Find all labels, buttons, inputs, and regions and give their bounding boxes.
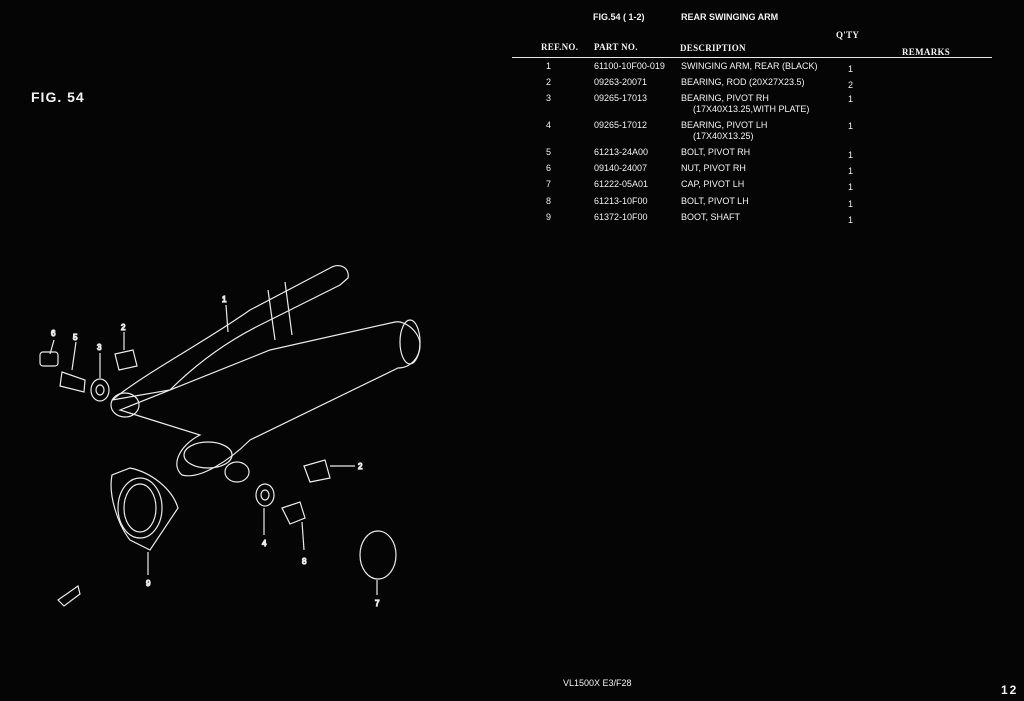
callout-numbers: 1 2 3 4 5 6 7 8 9 2	[50, 294, 380, 608]
part-quantity: 1	[848, 199, 854, 209]
part-number: 09263-20071	[594, 77, 648, 87]
ref-number: 2	[546, 77, 552, 87]
figure-reference: FIG.54 ( 1-2)	[593, 12, 645, 22]
part-description: (17X40X13.25)	[693, 131, 754, 141]
part-description: NUT, PIVOT RH	[681, 163, 746, 173]
callout-label: 2	[121, 323, 126, 332]
callout-label: 5	[73, 333, 78, 342]
part-no-header: PART NO.	[594, 42, 638, 52]
page-number: 12	[1001, 683, 1019, 697]
callout-label: 3	[97, 343, 102, 352]
model-footer: VL1500X E3/F28	[563, 678, 632, 688]
part-description: BEARING, PIVOT RH	[681, 93, 769, 103]
callout-label: 2	[358, 462, 363, 471]
part-quantity: 1	[848, 150, 854, 160]
callout-label: 6	[51, 329, 56, 338]
part-number: 61222-05A01	[594, 179, 649, 189]
header-divider	[512, 57, 992, 58]
qty-header: Q'TY	[836, 30, 860, 40]
section-title: REAR SWINGING ARM	[681, 12, 779, 22]
ref-number: 6	[546, 163, 552, 173]
part-description: CAP, PIVOT LH	[681, 179, 745, 189]
part-quantity: 1	[848, 64, 854, 74]
part-description: BOLT, PIVOT RH	[681, 147, 751, 157]
callout-label: 7	[375, 599, 380, 608]
ref-number: 4	[546, 120, 552, 130]
part-description: SWINGING ARM, REAR (BLACK)	[681, 61, 818, 71]
callout-label: 1	[222, 295, 227, 304]
part-description: BEARING, ROD (20X27X23.5)	[681, 77, 805, 87]
figure-label: FIG. 54	[31, 89, 85, 105]
callout-label: 4	[262, 539, 267, 548]
exploded-diagram: 1 2 3 4 5 6 7 8 9 2	[39, 265, 421, 609]
callout-label: 8	[302, 557, 307, 566]
callout-label: 9	[146, 579, 151, 588]
part-description: BOOT, SHAFT	[681, 212, 741, 222]
part-number: 61100-10F00-019	[594, 61, 665, 71]
ref-number: 5	[546, 147, 552, 157]
remarks-header: REMARKS	[902, 47, 951, 57]
part-quantity: 1	[848, 182, 854, 192]
pivot-parts-drawing	[39, 349, 397, 607]
part-description: BEARING, PIVOT LH	[681, 120, 768, 130]
ref-number: 7	[546, 179, 552, 189]
part-number: 61213-10F00	[594, 196, 648, 206]
swinging-arm-drawing	[110, 265, 421, 483]
ref-number: 1	[546, 61, 552, 71]
part-quantity: 2	[848, 80, 854, 90]
part-number: 09265-17012	[594, 120, 648, 130]
ref-number: 3	[546, 93, 552, 103]
ref-number: 8	[546, 196, 552, 206]
part-quantity: 1	[848, 215, 854, 225]
ref-no-header: REF.NO.	[541, 42, 579, 52]
ref-number: 9	[546, 212, 552, 222]
callout-leaders	[49, 304, 378, 595]
part-number: 61213-24A00	[594, 147, 649, 157]
part-description: (17X40X13.25,WITH PLATE)	[693, 104, 810, 114]
part-number: 09140-24007	[594, 163, 648, 173]
part-number: 61372-10F00	[594, 212, 648, 222]
description-header: DESCRIPTION	[680, 43, 746, 53]
part-description: BOLT, PIVOT LH	[681, 196, 749, 206]
part-number: 09265-17013	[594, 93, 648, 103]
part-quantity: 1	[848, 121, 854, 131]
part-quantity: 1	[848, 94, 854, 104]
part-quantity: 1	[848, 166, 854, 176]
shaft-boot-drawing	[110, 467, 179, 551]
